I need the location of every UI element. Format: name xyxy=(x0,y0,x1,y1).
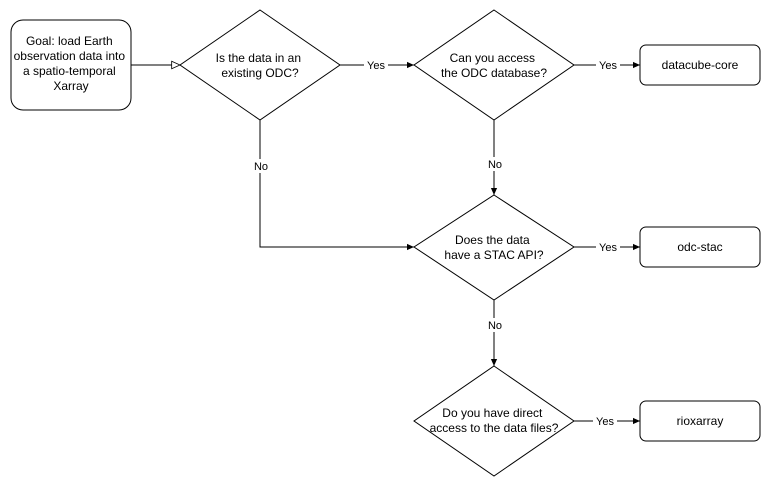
edge-label-stac-api-no: No xyxy=(486,318,504,332)
nodes: Goal: load Earth observation data into a… xyxy=(10,9,761,477)
edge-label-text: Yes xyxy=(596,416,614,428)
decision-existing-odc-text: Is the data in an existing ODC? xyxy=(216,51,305,80)
result-datacube-core-text: datacube-core xyxy=(662,58,739,72)
decision-stac-api-text: Does the data have a STAC API? xyxy=(444,233,543,262)
decision-stac-api: Does the data have a STAC API? xyxy=(413,194,575,301)
edge-label-existing-odc-no: No xyxy=(252,159,270,173)
edge-label-stac-api-yes: Yes xyxy=(596,241,620,254)
edge-labels: Yes Yes No No Yes No Yes xyxy=(252,59,620,428)
edge-label-direct-access-yes: Yes xyxy=(593,415,617,428)
decision-access-db: Can you access the ODC database? xyxy=(413,9,575,121)
goal-node: Goal: load Earth observation data into a… xyxy=(10,19,132,111)
edge-label-text: No xyxy=(254,161,268,173)
edge-label-text: No xyxy=(488,159,502,171)
edge-label-text: Yes xyxy=(599,242,617,254)
result-datacube-core: datacube-core xyxy=(639,44,761,86)
decision-existing-odc: Is the data in an existing ODC? xyxy=(179,9,341,121)
edge-existing-odc-no xyxy=(259,120,414,251)
decision-access-db-text: Can you access the ODC database? xyxy=(441,51,547,80)
edge-label-access-db-no: No xyxy=(486,157,504,171)
edge-label-access-db-yes: Yes xyxy=(596,59,620,72)
decision-direct-access: Do you have direct access to the data fi… xyxy=(413,365,575,477)
result-rioxarray: rioxarray xyxy=(639,400,761,442)
result-rioxarray-text: rioxarray xyxy=(677,414,724,428)
edge-label-text: No xyxy=(488,320,502,332)
edge-label-text: Yes xyxy=(367,60,385,72)
result-odc-stac: odc-stac xyxy=(639,226,761,268)
decision-direct-access-text: Do you have direct access to the data fi… xyxy=(430,406,559,435)
goal-node-text: Goal: load Earth observation data into a… xyxy=(14,34,129,93)
result-odc-stac-text: odc-stac xyxy=(677,240,722,254)
edge-label-text: Yes xyxy=(599,60,617,72)
edge-label-existing-odc-yes: Yes xyxy=(364,59,388,72)
